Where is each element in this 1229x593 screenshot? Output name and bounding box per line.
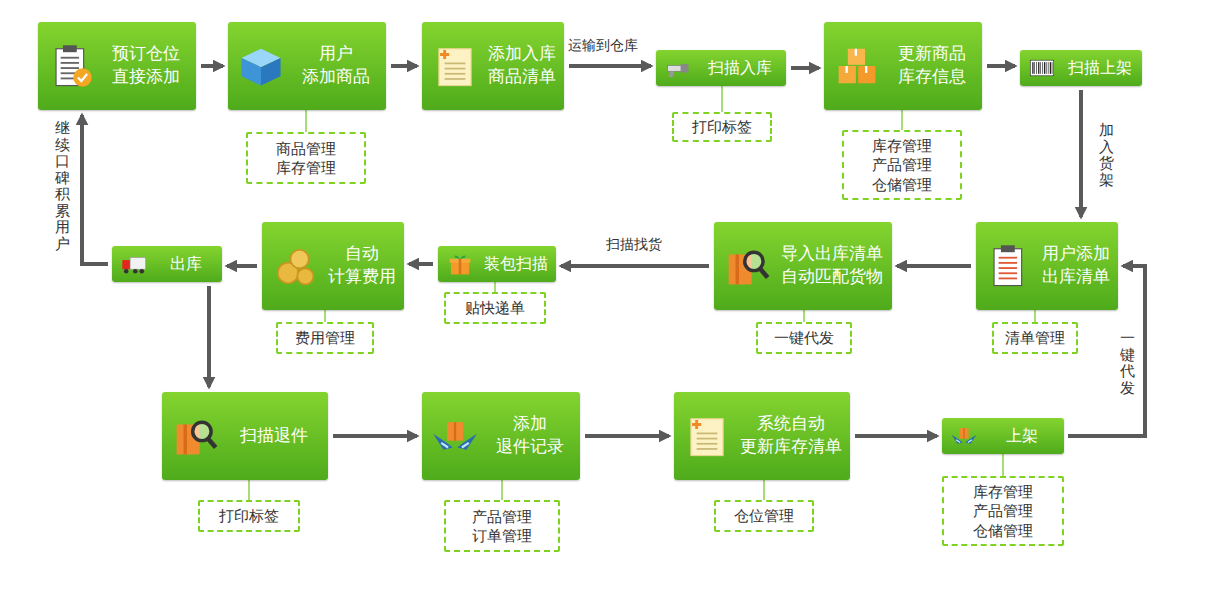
edge-label: 一键代发 — [1120, 330, 1135, 396]
node-text: 上架 — [1006, 425, 1038, 447]
leader-line — [901, 110, 903, 130]
node-text: 扫描入库 — [708, 57, 772, 79]
leader-line — [763, 480, 765, 500]
node-text: 扫描上架 — [1068, 57, 1132, 79]
node-text: 出库 — [170, 253, 202, 275]
node-text: 产品管理 订单管理 — [472, 507, 532, 546]
node-icon — [119, 251, 149, 277]
node-icon — [48, 43, 94, 89]
node-text: 导入出库清单 自动匹配货物 — [781, 243, 883, 289]
leader-line — [803, 310, 805, 322]
node-text: 系统自动 更新库存清单 — [740, 413, 842, 459]
node-text: 一键代发 — [774, 328, 834, 348]
node-icon — [663, 55, 693, 81]
node-text: 自动 计算费用 — [328, 243, 396, 289]
flow-arrow — [791, 66, 819, 70]
node-text: 商品管理 库存管理 — [276, 139, 336, 178]
node-text: 用户添加 出库清单 — [1042, 243, 1110, 289]
node-icon — [949, 423, 979, 449]
process-box: 扫描入库 — [656, 50, 786, 86]
node-text: 更新商品 库存信息 — [898, 43, 966, 89]
node-text: 库存管理 产品管理 仓储管理 — [872, 136, 932, 195]
node-text: 扫描退件 — [240, 425, 308, 448]
node-text: 仓位管理 — [734, 506, 794, 526]
flow-arrow — [333, 434, 417, 438]
node-icon — [684, 413, 730, 459]
node-icon — [1027, 55, 1057, 81]
node-text: 添加入库 商品清单 — [488, 43, 556, 89]
process-box: 扫描退件 — [162, 392, 328, 480]
node-text: 清单管理 — [1005, 328, 1065, 348]
flow-arrow — [391, 64, 417, 68]
node-icon — [272, 243, 318, 289]
node-text: 预订仓位 直接添加 — [112, 43, 180, 89]
edge-label: 扫描找货 — [606, 236, 662, 254]
node-text: 装包扫描 — [484, 253, 548, 275]
leader-line — [494, 282, 496, 292]
node-text: 添加 退件记录 — [496, 413, 564, 459]
module-box: 打印标签 — [672, 112, 772, 142]
flow-arrow — [585, 434, 669, 438]
leader-line — [1002, 454, 1004, 476]
flow-arrow — [897, 264, 971, 268]
flow-arrow — [569, 64, 651, 68]
module-box: 产品管理 订单管理 — [444, 500, 560, 552]
node-text: 费用管理 — [295, 328, 355, 348]
node-icon — [445, 251, 475, 277]
node-icon — [432, 43, 478, 89]
flow-arrow — [855, 434, 937, 438]
module-box: 库存管理 产品管理 仓储管理 — [942, 476, 1064, 546]
leader-line — [1034, 310, 1036, 322]
module-box: 库存管理 产品管理 仓储管理 — [842, 130, 962, 200]
module-box: 一键代发 — [756, 322, 852, 354]
leader-line — [324, 310, 326, 322]
edge-label: 运输到仓库 — [568, 37, 638, 55]
leader-line — [721, 86, 723, 112]
process-box: 用户添加 出库清单 — [976, 222, 1118, 310]
process-box: 装包扫描 — [438, 246, 556, 282]
process-box: 添加 退件记录 — [422, 392, 580, 480]
process-box: 系统自动 更新库存清单 — [674, 392, 850, 480]
flow-arrow — [201, 64, 223, 68]
process-box: 更新商品 库存信息 — [824, 22, 982, 110]
flow-arrow — [561, 264, 709, 268]
flow-arrow — [227, 264, 257, 268]
node-icon — [172, 413, 218, 459]
process-box: 导入出库清单 自动匹配货物 — [714, 222, 892, 310]
leader-line — [501, 480, 503, 500]
process-box: 扫描上架 — [1020, 50, 1142, 86]
edge-label: 继续口碑积累用户 — [55, 120, 70, 252]
leader-line — [248, 480, 250, 500]
module-box: 清单管理 — [992, 322, 1078, 354]
node-icon — [432, 413, 478, 459]
node-icon — [834, 43, 880, 89]
node-icon — [986, 243, 1032, 289]
node-icon — [238, 43, 284, 89]
process-box: 用户 添加商品 — [228, 22, 386, 110]
node-text: 打印标签 — [219, 506, 279, 526]
leader-line — [305, 110, 307, 132]
process-box: 出库 — [112, 246, 222, 282]
module-box: 贴快递单 — [444, 292, 546, 324]
module-box: 商品管理 库存管理 — [246, 132, 366, 184]
node-text: 用户 添加商品 — [302, 43, 370, 89]
flow-arrow — [409, 262, 433, 266]
edge-label: 加入货架 — [1099, 122, 1114, 188]
process-box: 自动 计算费用 — [262, 222, 404, 310]
flow-arrow — [987, 64, 1015, 68]
process-box: 预订仓位 直接添加 — [38, 22, 196, 110]
flow-arrow — [1079, 90, 1083, 217]
flow-arrow — [82, 115, 108, 264]
node-text: 打印标签 — [692, 117, 752, 137]
flow-arrow — [207, 286, 211, 387]
process-box: 添加入库 商品清单 — [422, 22, 564, 110]
node-text: 贴快递单 — [465, 298, 525, 318]
node-text: 库存管理 产品管理 仓储管理 — [973, 482, 1033, 541]
node-icon — [724, 243, 770, 289]
module-box: 仓位管理 — [714, 500, 814, 532]
module-box: 打印标签 — [198, 500, 300, 532]
process-box: 上架 — [942, 418, 1064, 454]
module-box: 费用管理 — [276, 322, 374, 354]
